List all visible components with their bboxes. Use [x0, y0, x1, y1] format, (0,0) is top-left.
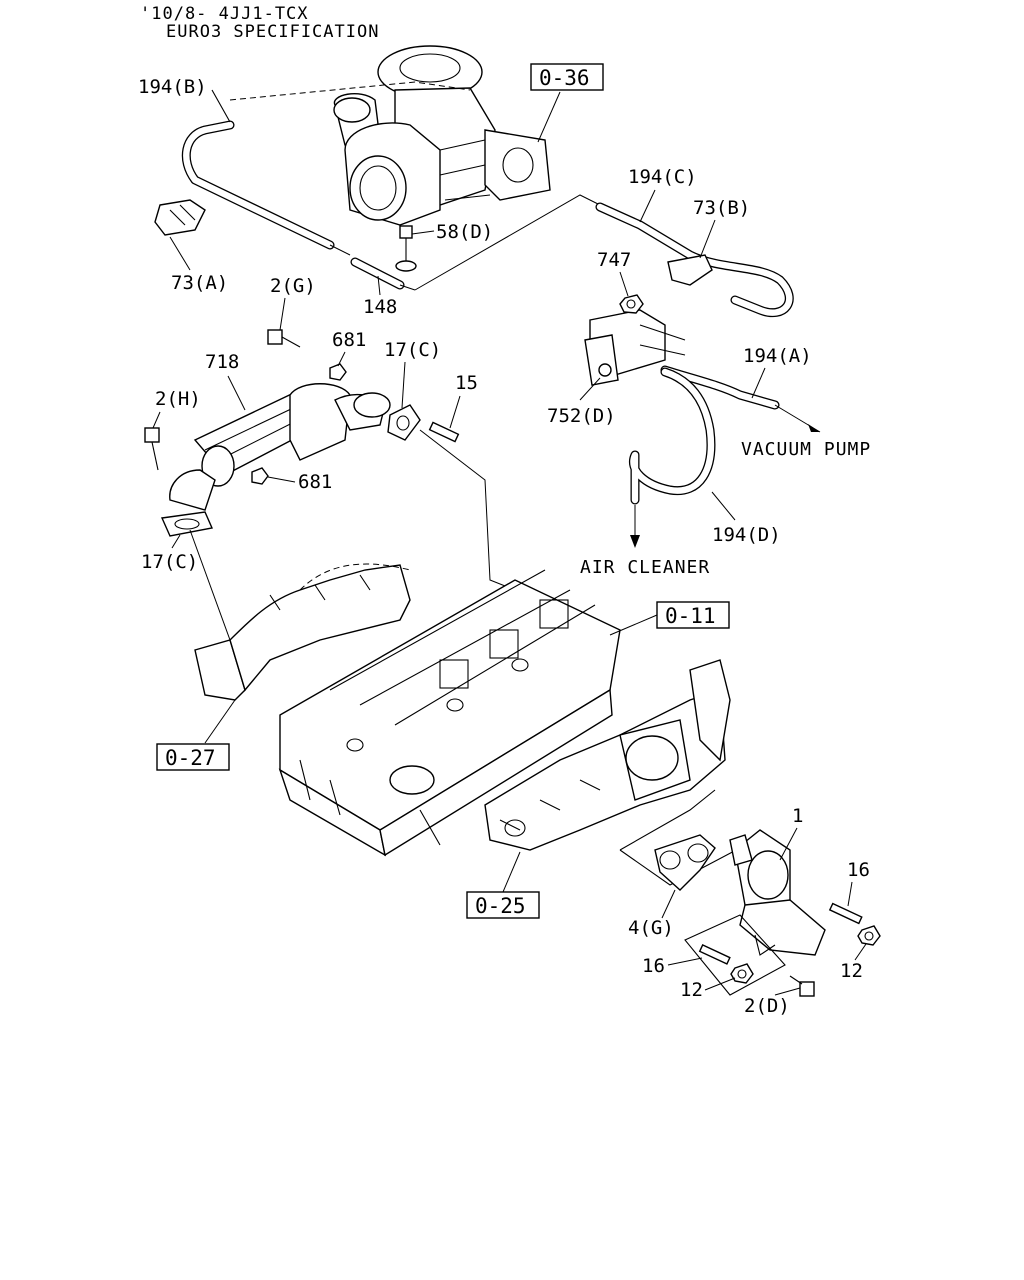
- ref-label-0-11: 0-11: [665, 604, 716, 628]
- note-vacuum-pump: VACUUM PUMP: [741, 439, 871, 460]
- guide-egr-head: [419, 429, 516, 591]
- vsv-valve-752d: [584, 309, 686, 386]
- callout-2g: 2(G): [270, 275, 316, 297]
- callout-16-left: 16: [642, 955, 665, 977]
- guide-egr-valve: [619, 789, 741, 886]
- exhaust-manifold: [194, 563, 411, 701]
- nut-747: [619, 294, 644, 314]
- callout-1: 1: [792, 805, 803, 827]
- callout-681-top: 681: [332, 329, 366, 351]
- callout-747: 747: [597, 249, 631, 271]
- header-model: '10/8- 4JJ1-TCX: [140, 4, 309, 24]
- ref-box-0-27: [156, 743, 230, 771]
- bolt-2g: [267, 329, 301, 348]
- gasket-17c-left: [160, 511, 213, 537]
- nut-12-right: [857, 925, 881, 946]
- vacuum-hose-148: [350, 257, 416, 291]
- vacuum-hose-194d: [629, 367, 716, 548]
- gasket-17c-top: [387, 404, 421, 441]
- bolt-2h: [144, 427, 160, 471]
- callout-12-right: 12: [840, 960, 863, 982]
- callout-194b: 194(B): [138, 76, 207, 98]
- ref-box-0-11: [656, 601, 730, 629]
- leader-0-25: [502, 851, 521, 893]
- bolt-58d: [395, 225, 417, 272]
- guide-egr-flange: [684, 914, 786, 996]
- note-air-cleaner: AIR CLEANER: [580, 557, 710, 578]
- ref-label-0-36: 0-36: [539, 66, 590, 90]
- callout-194a: 194(A): [743, 345, 812, 367]
- callout-58d: 58(D): [436, 221, 493, 243]
- vacuum-hose-194b: [181, 89, 351, 256]
- callout-752d: 752(D): [547, 405, 616, 427]
- callout-718: 718: [205, 351, 239, 373]
- ref-box-0-36: [530, 63, 604, 91]
- callout-17c-left: 17(C): [141, 551, 198, 573]
- callout-73a: 73(A): [171, 272, 228, 294]
- bolt-16-left: [698, 944, 731, 965]
- callout-194d: 194(D): [712, 524, 781, 546]
- callout-681-bottom: 681: [298, 471, 332, 493]
- guide-turbo: [229, 81, 471, 101]
- cylinder-head: [278, 569, 621, 857]
- callout-16-right: 16: [847, 859, 870, 881]
- intake-manifold: [484, 659, 731, 851]
- nut-681-bottom: [251, 467, 269, 485]
- gasket-4g: [654, 834, 716, 891]
- callout-17c-top: 17(C): [384, 339, 441, 361]
- clamp-73b: [667, 254, 713, 286]
- callout-148: 148: [363, 296, 397, 318]
- callout-194c: 194(C): [628, 166, 697, 188]
- guide-egr-manifold: [189, 529, 231, 641]
- leader-0-27: [204, 699, 236, 744]
- ref-label-0-25: 0-25: [475, 894, 526, 918]
- callout-2h: 2(H): [155, 388, 201, 410]
- hose-route-line: [414, 194, 601, 291]
- turbocharger: [333, 45, 561, 226]
- clamp-73a: [154, 199, 206, 236]
- nut-681-top: [329, 363, 347, 381]
- bolt-2d: [789, 975, 815, 997]
- ref-label-0-27: 0-27: [165, 746, 216, 770]
- ref-box-0-25: [466, 891, 540, 919]
- callout-2d: 2(D): [744, 995, 790, 1017]
- header-spec: EURO3 SPECIFICATION: [166, 22, 379, 42]
- callout-73b: 73(B): [693, 197, 750, 219]
- egr-cooler-718: [169, 383, 391, 511]
- callout-12-left: 12: [680, 979, 703, 1001]
- callout-15: 15: [455, 372, 478, 394]
- callout-4g: 4(G): [628, 917, 674, 939]
- bolt-16-right: [828, 902, 863, 925]
- leader-0-11: [609, 614, 658, 636]
- egr-valve: [729, 829, 826, 956]
- nut-12-left: [730, 963, 754, 984]
- stud-15: [428, 421, 460, 443]
